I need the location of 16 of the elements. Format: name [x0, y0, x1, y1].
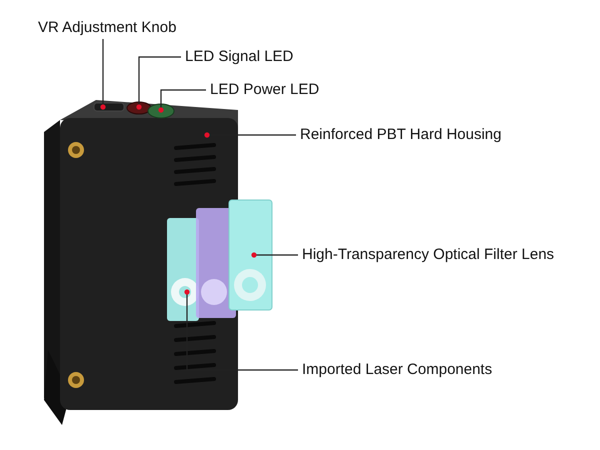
- callout-label: LED Power LED: [210, 81, 320, 99]
- filter-lens: [228, 200, 272, 310]
- leader-line: [136, 56, 181, 110]
- leader-line: [100, 39, 106, 110]
- leader-line: [184, 289, 298, 371]
- callout-label: Imported Laser Components: [302, 361, 492, 379]
- callout-label: LED Signal LED: [185, 48, 294, 66]
- callout-label: Reinforced PBT Hard Housing: [300, 126, 502, 144]
- sensor-housing: [44, 100, 238, 425]
- callout-label: VR Adjustment Knob: [38, 19, 176, 37]
- leader-line: [251, 252, 298, 258]
- leader-line: [204, 132, 296, 138]
- callout-label: High-Transparency Optical Filter Lens: [302, 246, 554, 264]
- leader-line: [158, 89, 206, 113]
- power-led: [148, 104, 174, 118]
- adjustment-knob: [94, 102, 124, 112]
